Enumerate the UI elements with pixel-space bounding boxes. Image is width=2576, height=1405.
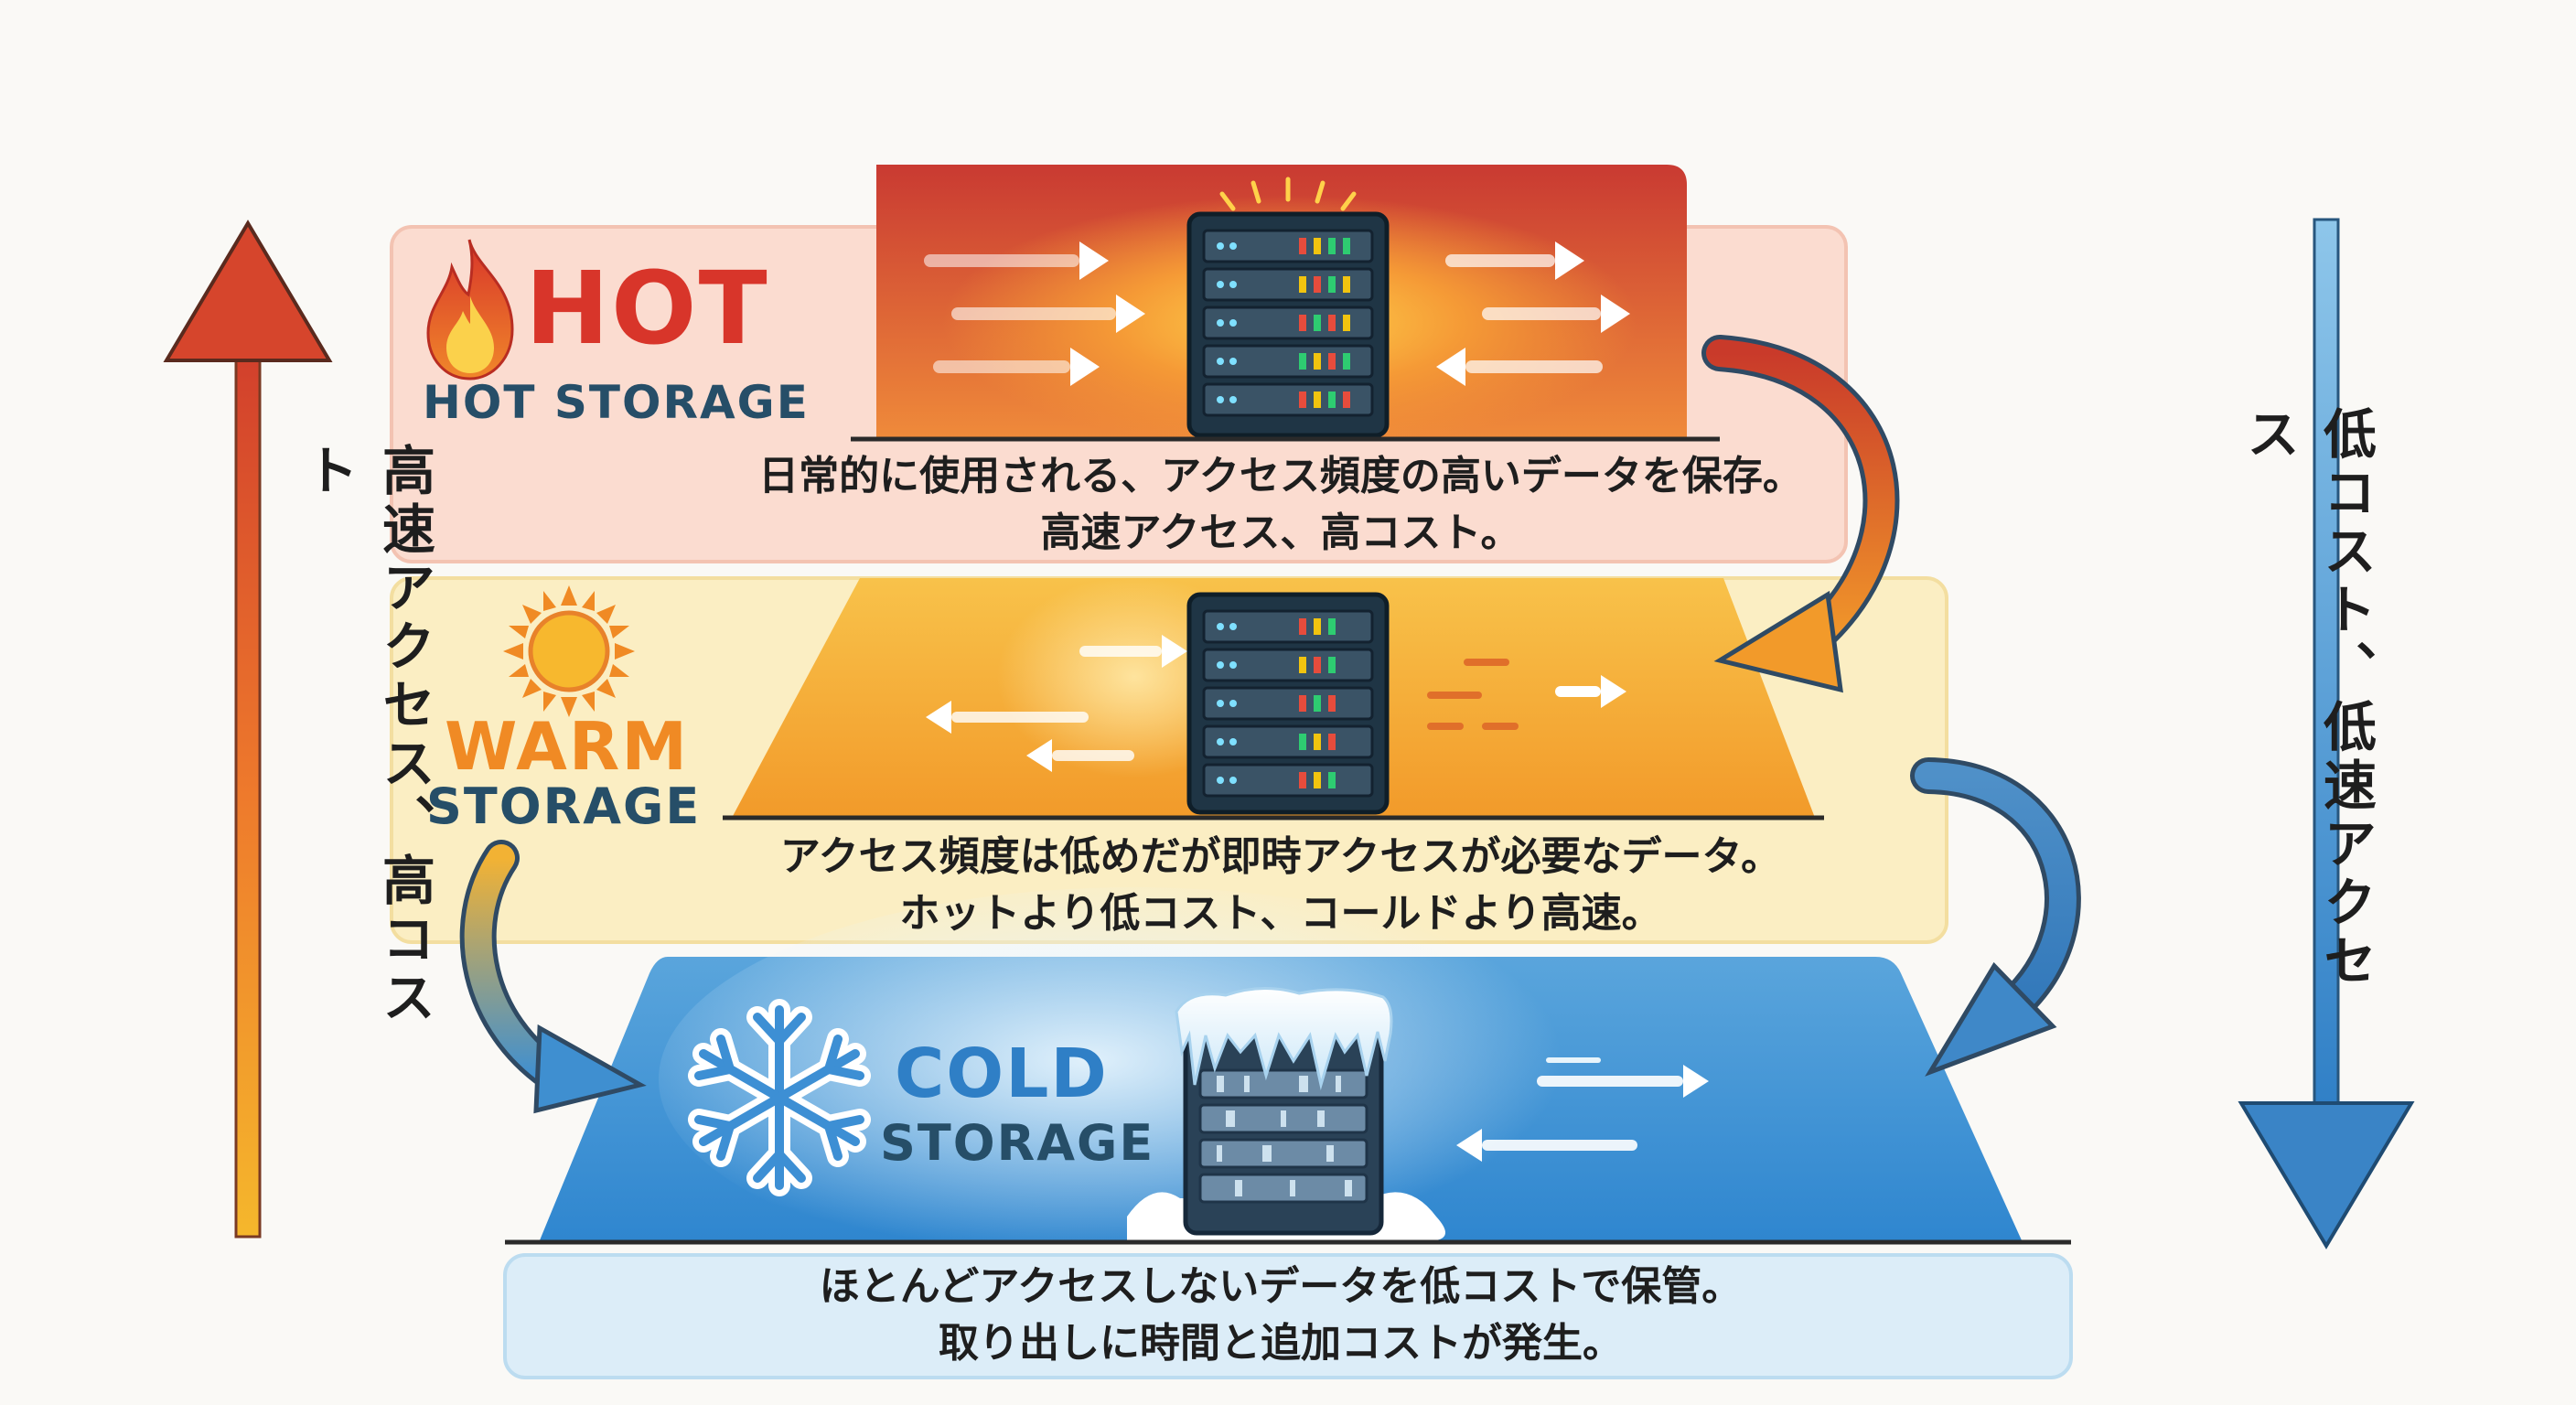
- left-speed-cost-arrow: [163, 220, 333, 1239]
- cold-title: COLD: [895, 1035, 1109, 1113]
- cold-description: ほとんどアクセスしないデータを低コストで保管。 取り出しに時間と追加コストが発生…: [714, 1259, 1848, 1372]
- cold-frozen-server-icon: [1127, 987, 1445, 1240]
- cold-data-flow: [1456, 1057, 1709, 1162]
- warm-tier: [390, 576, 1948, 944]
- hot-to-warm-arrow: [1701, 335, 1900, 693]
- hot-desc-line1: 日常的に使用される、アクセス頻度の高いデータを保存。: [758, 453, 1803, 499]
- hot-description: 日常的に使用される、アクセス頻度の高いデータを保存。 高速アクセス、高コスト。: [714, 448, 1848, 562]
- hot-tier: [390, 165, 1848, 563]
- hot-subtitle: HOT STORAGE: [423, 376, 810, 429]
- hot-title: HOT: [525, 250, 769, 367]
- warm-to-cold-arrow-right: [1910, 757, 2081, 1077]
- hot-data-flow-right: [1436, 241, 1630, 386]
- warm-subtitle: STORAGE: [426, 778, 702, 835]
- warm-server-rack-icon: [1186, 592, 1390, 815]
- warm-desc-line1: アクセス頻度は低めだが即時アクセスが必要なデータ。: [779, 833, 1782, 880]
- right-axis-label: 低コスト、低速アクセス: [2238, 406, 2377, 992]
- cold-desc-line2: 取り出しに時間と追加コストが発生。: [939, 1320, 1623, 1367]
- hot-server-rack-icon: [1186, 211, 1390, 438]
- snowflake-icon: [688, 999, 871, 1196]
- warm-title: WARM: [445, 708, 689, 785]
- warm-description: アクセス頻度は低めだが即時アクセスが必要なデータ。 ホットより低コスト、コールド…: [714, 829, 1848, 942]
- cold-subtitle: STORAGE: [880, 1114, 1155, 1172]
- warm-to-cold-arrow-left: [459, 840, 647, 1114]
- warm-desc-line2: ホットより低コスト、コールドより高速。: [899, 890, 1662, 937]
- warm-data-flow: [926, 635, 1626, 772]
- sun-icon: [503, 585, 635, 717]
- cold-tier: [503, 887, 2073, 1379]
- hot-data-flow-left: [924, 241, 1145, 386]
- hot-desc-line2: 高速アクセス、高コスト。: [1040, 509, 1521, 556]
- left-axis-label: 高速アクセス、高コスト: [296, 443, 435, 1028]
- flame-icon: [426, 239, 514, 381]
- cold-desc-line1: ほとんどアクセスしないデータを低コストで保管。: [819, 1263, 1743, 1310]
- right-cost-speed-arrow: [2238, 218, 2415, 1249]
